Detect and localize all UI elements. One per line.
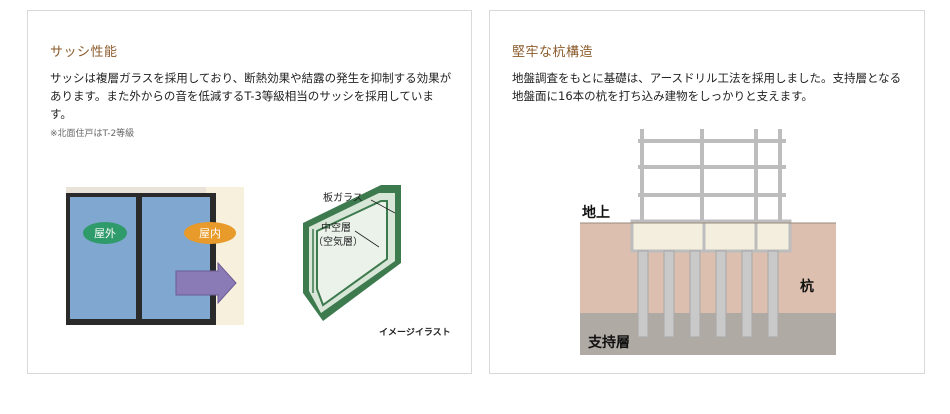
bearing-layer-label: 支持層 (587, 334, 630, 351)
sash-title: サッシ性能 (50, 45, 118, 60)
arrow-right-icon (175, 261, 237, 305)
inside-badge (184, 222, 236, 244)
outside-badge (83, 222, 127, 244)
sash-performance-card: サッシ性能 サッシは複層ガラスを採用しており、断熱効果や結露の発生を抑制する効果… (27, 10, 472, 374)
pile-label: 杭 (800, 278, 814, 295)
pile-title: 堅牢な杭構造 (512, 45, 594, 60)
inside-label: 屋内 (199, 226, 221, 240)
pile-structure-card: 堅牢な杭構造 地盤調査をもとに基礎は、アースドリル工法を採用しました。支持層とな… (489, 10, 925, 374)
plate-glass-label: 板ガラス (323, 191, 363, 204)
illustration-caption: イメージイラスト (379, 327, 451, 338)
window-illustration: 屋外 屋内 (66, 187, 244, 325)
sash-note: ※北面住戸はT-2等級 (50, 129, 135, 139)
pile-diagram: 地上 杭 支持層 (580, 129, 836, 355)
air-layer-label: （空気層） (313, 235, 363, 248)
outside-label: 屋外 (94, 227, 116, 240)
double-glazing-illustration: 板ガラス 中空層 （空気層） イメージイラスト (303, 185, 451, 338)
hollow-layer-label: 中空層 (321, 221, 351, 234)
pile-description: 地盤調査をもとに基礎は、アースドリル工法を採用しました。支持層となる地盤面に16… (512, 71, 902, 103)
ground-label: 地上 (582, 204, 610, 221)
sash-description: サッシは複層ガラスを採用しており、断熱効果や結露の発生を抑制する効果があります。… (50, 71, 452, 121)
